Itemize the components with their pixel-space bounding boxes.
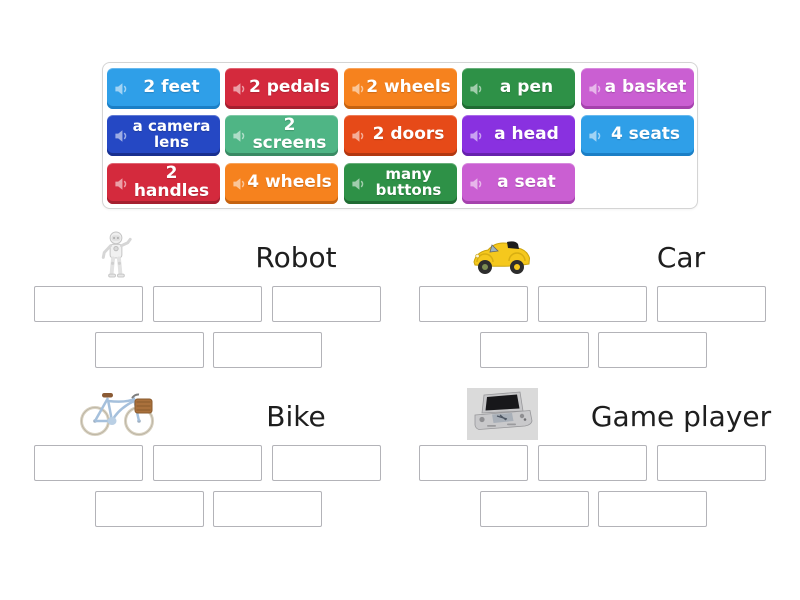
drop-slot[interactable] [95,332,204,368]
word-tile-label: a pen [499,76,554,97]
word-tile-label: a seat [497,171,556,192]
word-tile[interactable]: 4 wheels [225,163,338,204]
word-tile[interactable]: a camera lens [107,115,220,156]
drop-slot[interactable] [34,445,143,481]
speaker-icon[interactable] [351,128,366,143]
speaker-icon[interactable] [351,176,366,191]
drop-slot[interactable] [538,445,647,481]
word-bank-panel: 2 feet 2 pedals 2 wheels a pen a basket … [102,62,698,209]
speaker-icon[interactable] [469,81,484,96]
group-title: Car [656,241,706,274]
word-tile[interactable]: 2 pedals [225,68,338,109]
car-image [471,239,533,276]
group-robot: Robot [33,225,385,380]
drop-slot[interactable] [480,332,589,368]
group-bike: Bike [33,384,385,539]
drop-slot[interactable] [153,445,262,481]
word-tile-label: 4 seats [610,123,681,144]
game-console-image [467,388,538,440]
word-tile-label: a camera lens [132,116,211,151]
drop-slot[interactable] [598,491,707,527]
word-tile-label: 4 wheels [247,171,332,192]
word-tile-label: 2 pedals [248,76,331,97]
word-tile[interactable]: a pen [462,68,575,109]
word-tile-label: 2 feet [143,76,200,97]
word-tile[interactable]: 4 seats [581,115,694,156]
word-tile[interactable]: 2 screens [225,115,338,156]
speaker-icon[interactable] [469,128,484,143]
drop-slot[interactable] [272,286,381,322]
speaker-icon[interactable] [588,81,603,96]
word-tile[interactable]: 2 wheels [344,68,457,109]
speaker-icon[interactable] [588,128,603,143]
word-tile-label: 2 screens [252,114,327,153]
drop-slot[interactable] [153,286,262,322]
drop-slot[interactable] [480,491,589,527]
word-tile-label: 2 wheels [366,76,451,97]
word-tile[interactable]: a basket [581,68,694,109]
drop-slot[interactable] [657,286,766,322]
word-tile-label: many buttons [375,164,442,199]
drop-slot[interactable] [419,286,528,322]
drop-slot[interactable] [272,445,381,481]
speaker-icon[interactable] [114,128,129,143]
word-tile[interactable]: 2 handles [107,163,220,204]
speaker-icon[interactable] [114,176,129,191]
speaker-icon[interactable] [114,81,129,96]
robot-image [97,231,135,278]
word-tile-label: 2 doors [372,123,445,144]
speaker-icon[interactable] [232,128,247,143]
drop-slot[interactable] [419,445,528,481]
speaker-icon[interactable] [232,81,247,96]
drop-slot[interactable] [34,286,143,322]
speaker-icon[interactable] [469,176,484,191]
speaker-icon[interactable] [351,81,366,96]
word-tile[interactable]: a head [462,115,575,156]
group-title: Bike [266,400,326,433]
drop-slot[interactable] [213,332,322,368]
speaker-icon[interactable] [232,176,247,191]
drop-slot[interactable] [213,491,322,527]
word-tile-label: a head [494,123,559,144]
word-tile-label: a basket [604,76,687,97]
word-tile[interactable]: many buttons [344,163,457,204]
bike-image [78,385,156,437]
drop-slot[interactable] [95,491,204,527]
word-tile[interactable]: a seat [462,163,575,204]
word-tile-label: 2 handles [133,162,210,201]
drop-slot[interactable] [598,332,707,368]
group-title: Robot [255,241,337,274]
group-car: Car [418,225,770,380]
drop-slot[interactable] [538,286,647,322]
word-tile[interactable]: 2 doors [344,115,457,156]
drop-slot[interactable] [657,445,766,481]
group-game: Game player [418,384,772,539]
group-title: Game player [590,400,772,433]
word-tile[interactable]: 2 feet [107,68,220,109]
